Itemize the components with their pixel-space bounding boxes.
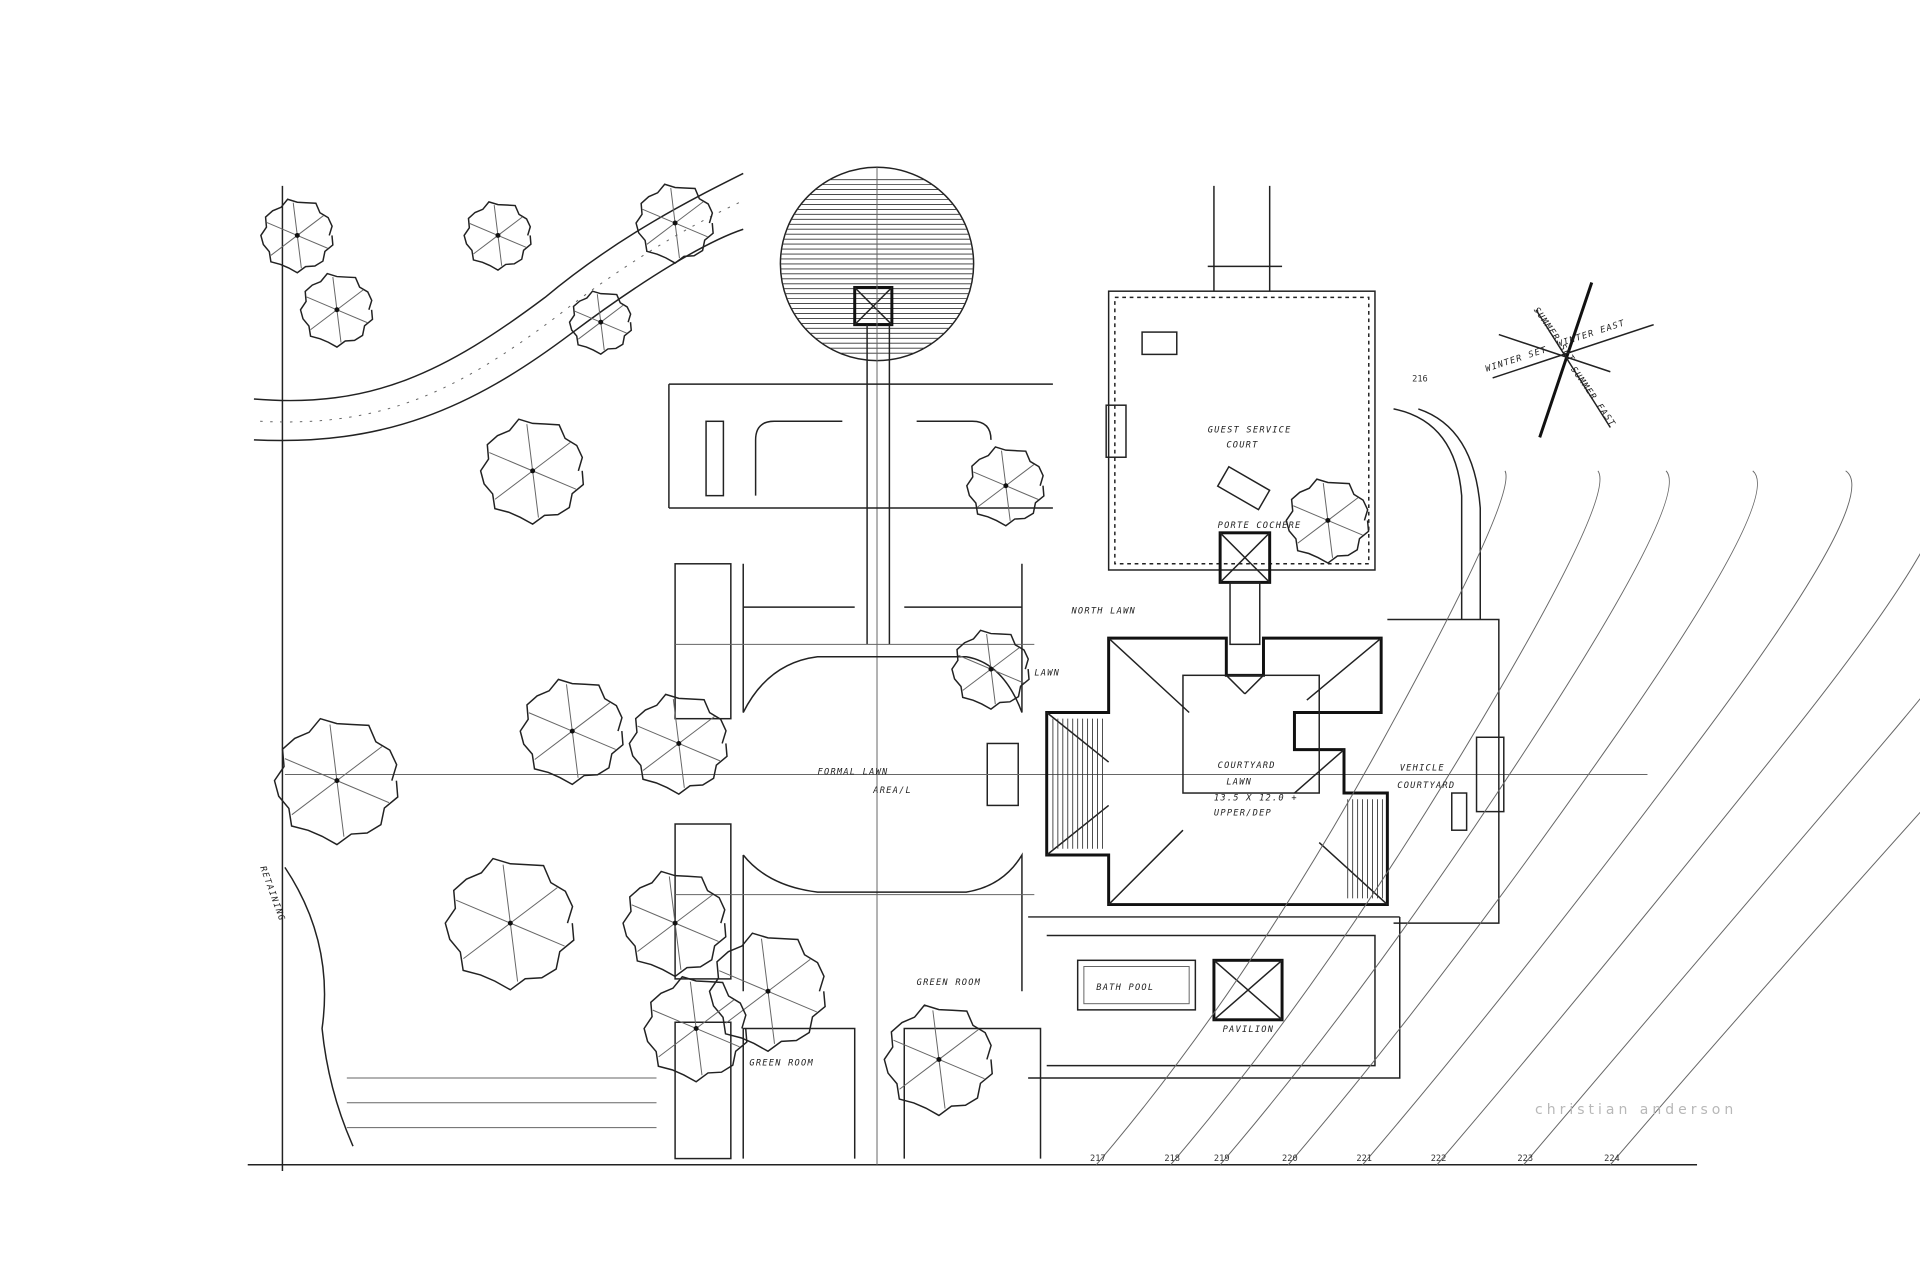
label-courtyard-dims: 13.5 X 12.0 + bbox=[1214, 793, 1298, 803]
contour-label: 221 bbox=[1356, 1154, 1372, 1164]
tree-icon bbox=[299, 272, 374, 348]
tree-icon bbox=[273, 717, 399, 846]
label-formal-lawn-sub: AREA/L bbox=[872, 786, 912, 796]
label-green-room-1: GREEN ROOM bbox=[917, 978, 982, 988]
tree-icon bbox=[568, 290, 633, 356]
label-lawn: LAWN bbox=[1226, 777, 1252, 787]
lower-gardens bbox=[346, 1021, 1042, 1160]
curving-path bbox=[253, 172, 744, 442]
label-formal-lawn: FORMAL LAWN bbox=[818, 767, 889, 777]
contour-label: 223 bbox=[1517, 1154, 1533, 1164]
tree-icon bbox=[628, 693, 728, 796]
trees bbox=[260, 183, 1370, 1117]
tree-icon bbox=[1285, 478, 1370, 564]
label-courtyard: COURTYARD bbox=[1218, 761, 1276, 771]
drawing-frame bbox=[247, 185, 1698, 1171]
tree-icon bbox=[260, 198, 334, 274]
contour-label: 220 bbox=[1282, 1154, 1298, 1164]
formal-garden bbox=[284, 563, 1648, 992]
label-lawn-small: LAWN bbox=[1034, 668, 1060, 678]
contour-line bbox=[1436, 552, 1920, 1166]
tree-icon bbox=[479, 418, 585, 526]
label-courtyard-upper: UPPER/DEP bbox=[1214, 808, 1272, 818]
tree-icon bbox=[966, 446, 1045, 527]
contour-line bbox=[1609, 811, 1920, 1166]
label-guest-service-court-2: COURT bbox=[1226, 440, 1258, 450]
contour-line bbox=[1523, 698, 1920, 1166]
round-pond bbox=[779, 166, 975, 1165]
label-pool: BATH POOL bbox=[1096, 983, 1154, 993]
tree-icon bbox=[622, 870, 727, 978]
pool-area bbox=[1028, 916, 1401, 1079]
guest-service-court bbox=[1105, 185, 1376, 571]
contour-label: 218 bbox=[1164, 1154, 1180, 1164]
contour-line bbox=[1362, 470, 1853, 1166]
compass-rose-icon bbox=[1492, 282, 1654, 438]
tree-icon bbox=[708, 932, 826, 1053]
tree-icon bbox=[883, 1004, 993, 1117]
upper-garden-hedges bbox=[668, 383, 1053, 509]
contour-lines: 217 218 219 220 221 222 223 224 216 bbox=[1090, 375, 1920, 1166]
house-roof-plan bbox=[1045, 636, 1389, 907]
contour-label: 217 bbox=[1090, 1154, 1106, 1164]
contour-line bbox=[1170, 470, 1601, 1166]
label-vehicle: VEHICLE bbox=[1400, 764, 1445, 774]
contour-label: 224 bbox=[1604, 1154, 1620, 1164]
label-guest-service-court: GUEST SERVICE bbox=[1208, 425, 1292, 435]
contour-label: 216 bbox=[1412, 375, 1428, 385]
tree-icon bbox=[519, 678, 624, 786]
contour-label: 222 bbox=[1431, 1154, 1447, 1164]
label-vehicle-courtyard: COURTYARD bbox=[1397, 781, 1455, 791]
tree-icon bbox=[643, 975, 748, 1083]
label-compass-3: SUMMER EAST bbox=[1568, 365, 1617, 429]
label-porte-cochere: PORTE COCHERE bbox=[1218, 521, 1302, 531]
label-north-lawn: NORTH LAWN bbox=[1070, 606, 1136, 616]
retaining-wall bbox=[284, 866, 354, 1147]
tree-icon bbox=[635, 183, 714, 264]
porte-cochere bbox=[1218, 531, 1272, 646]
tree-icon bbox=[444, 857, 575, 991]
contour-line bbox=[1287, 470, 1758, 1166]
vehicle-courtyard bbox=[1387, 408, 1505, 924]
tree-icon bbox=[463, 200, 532, 272]
credit-watermark: christian anderson bbox=[1535, 1102, 1738, 1118]
label-pavilion: PAVILION bbox=[1223, 1025, 1275, 1035]
contour-line bbox=[1219, 470, 1670, 1166]
contour-line bbox=[1095, 470, 1507, 1166]
contour-label: 219 bbox=[1214, 1154, 1230, 1164]
label-green-room-2: GREEN ROOM bbox=[749, 1059, 814, 1069]
tree-icon bbox=[951, 629, 1030, 711]
